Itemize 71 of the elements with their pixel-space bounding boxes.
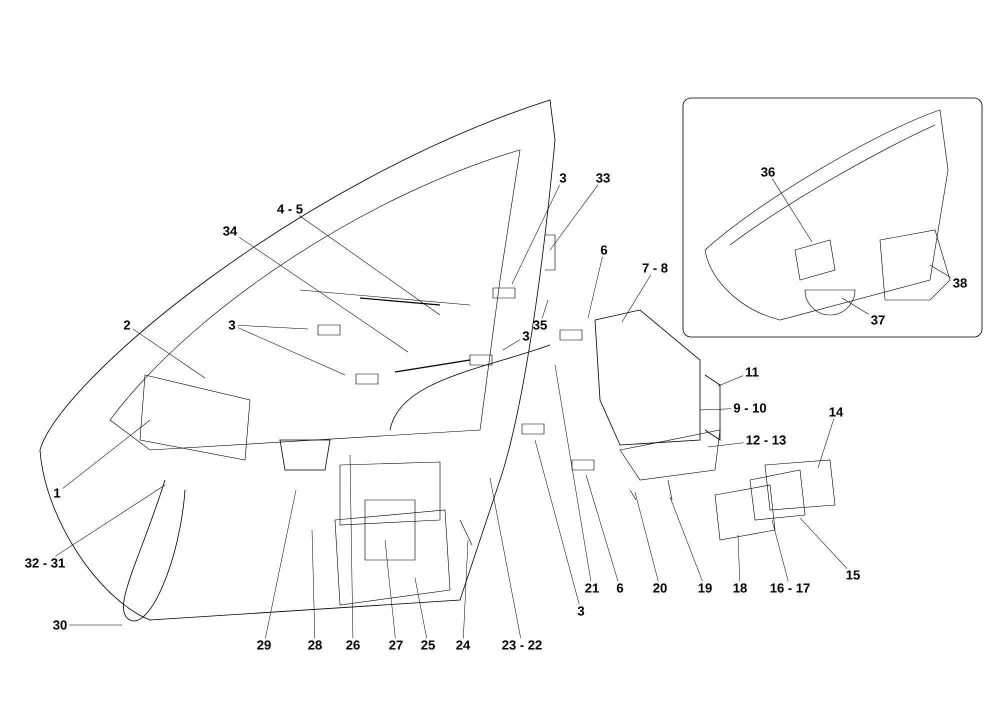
callout-number: 33 xyxy=(596,173,610,183)
leader-line xyxy=(265,490,296,638)
leader-line xyxy=(772,520,788,582)
callout-number: 14 xyxy=(830,408,844,416)
callout-number: 11 xyxy=(746,368,759,376)
leader-line xyxy=(312,530,316,638)
leader-line xyxy=(463,540,468,639)
callout-number: 2 xyxy=(124,320,130,330)
leader-line xyxy=(534,440,580,604)
leader-line xyxy=(634,492,658,582)
leader-line xyxy=(502,339,520,350)
leader-line xyxy=(842,298,869,314)
callout-number: 21 xyxy=(585,583,599,593)
callout-number: 3 xyxy=(560,173,566,183)
leader-line xyxy=(818,418,834,468)
leader-line xyxy=(586,474,618,582)
callout-number: 12 - 13 xyxy=(746,435,786,445)
leader-line xyxy=(414,578,427,638)
callout-number: 6 xyxy=(616,583,624,593)
callout-number: 32 - 31 xyxy=(25,558,65,568)
leader-line xyxy=(772,178,812,242)
leader-line xyxy=(718,376,744,386)
leader-line xyxy=(238,325,308,330)
callout-number: 38 xyxy=(953,278,967,288)
callout-number: 26 xyxy=(346,640,360,650)
leader-line xyxy=(299,216,440,316)
leader-line xyxy=(708,442,744,448)
callout-number: 9 - 10 xyxy=(734,403,766,413)
callout-number: 24 xyxy=(456,640,470,650)
leader-line xyxy=(55,484,166,556)
leader-line xyxy=(512,184,560,284)
callout-number: 30 xyxy=(53,620,67,630)
leader-line xyxy=(738,534,740,582)
callout-number: 15 xyxy=(846,570,860,580)
leader-line xyxy=(588,256,603,318)
callout-number: 37 xyxy=(871,315,885,325)
callout-number: 28 xyxy=(308,640,322,650)
callout-number: 35 xyxy=(533,320,547,330)
callout-number: 27 xyxy=(389,640,403,650)
callout-number: 16 - 17 xyxy=(770,583,810,593)
leader-line xyxy=(132,328,206,378)
callout-number: 19 xyxy=(698,583,712,593)
callout-number: 36 xyxy=(761,167,775,177)
callout-number: 18 xyxy=(734,583,747,593)
callout-number: 3 xyxy=(228,320,236,330)
leader-line xyxy=(542,300,548,318)
leader-line xyxy=(384,540,396,639)
callout-number: 1 xyxy=(54,488,60,498)
leader-line xyxy=(239,237,408,352)
leader-line xyxy=(62,420,150,489)
leader-line xyxy=(238,327,346,376)
leader-line xyxy=(700,408,732,410)
callout-number: 29 xyxy=(257,640,271,650)
callout-number: 34 xyxy=(223,226,238,236)
leader-line xyxy=(490,478,521,638)
callout-number: 23 - 22 xyxy=(502,640,542,650)
callout-number: 7 - 8 xyxy=(642,263,668,273)
leader-line xyxy=(800,518,847,569)
callout-number: 6 xyxy=(600,245,608,255)
leader-line xyxy=(622,274,652,322)
callout-number: 3 xyxy=(522,331,530,341)
leader-line xyxy=(554,364,592,582)
leader-line xyxy=(69,624,122,626)
leader-line xyxy=(930,264,951,278)
leader-line xyxy=(550,184,598,250)
callout-number: 4 - 5 xyxy=(277,204,303,214)
callout-number: 3 xyxy=(578,606,584,616)
callout-number: 25 xyxy=(421,640,435,650)
leader-line xyxy=(670,496,703,582)
callout-number: 20 xyxy=(653,583,667,593)
leader-line xyxy=(350,454,354,638)
